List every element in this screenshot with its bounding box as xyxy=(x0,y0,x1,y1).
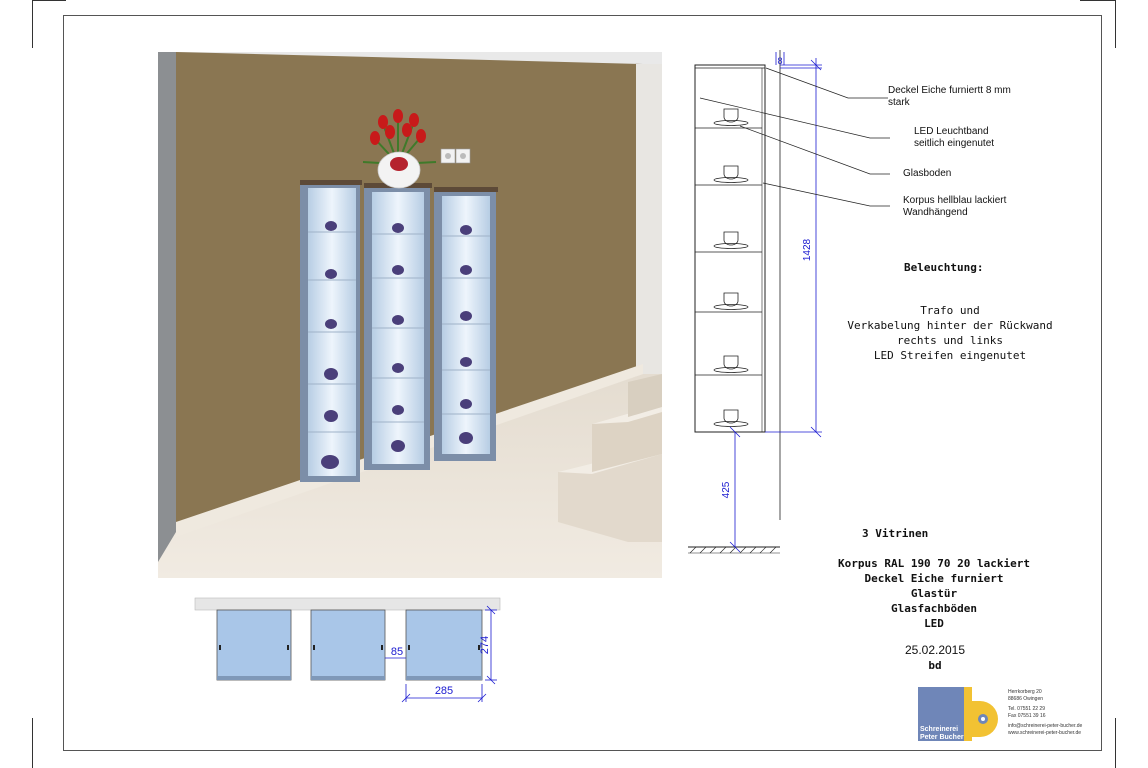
crop-mark xyxy=(32,0,66,1)
stairs xyxy=(558,374,662,542)
floor xyxy=(158,374,662,578)
side-elevation: 8 1428 425 xyxy=(680,50,890,560)
spec-date: 25.02.2015 xyxy=(904,643,966,657)
glass-shelves xyxy=(308,231,490,433)
spec-block: Korpus RAL 190 70 20 lackiert Deckel Eic… xyxy=(837,557,1031,630)
cabinet-right xyxy=(434,187,498,461)
tulip-vase xyxy=(362,109,437,189)
company-name: Schreinerei Peter Bucher xyxy=(920,726,964,741)
spec-initials: bd xyxy=(928,659,942,672)
dimension-depth: 274 xyxy=(479,636,491,654)
callout-deckel: Deckel Eiche furniertt 8 mm stark xyxy=(888,85,1011,108)
crop-mark xyxy=(32,0,33,48)
dimension-lines xyxy=(729,52,822,553)
callout-korpus: Korpus hellblau lackiert Wandhängend xyxy=(903,195,1007,218)
crop-mark xyxy=(1080,0,1116,1)
wall-socket xyxy=(440,148,471,164)
right-wall xyxy=(636,64,662,424)
dimension-height: 1428 xyxy=(802,238,813,261)
plan-cabinet-3 xyxy=(405,609,483,681)
plan-dimension-lines xyxy=(385,605,497,703)
cups xyxy=(321,221,473,469)
plan-view: 274 85 285 xyxy=(194,590,505,705)
dimension-floor: 425 xyxy=(721,481,732,498)
floor-hatch xyxy=(688,546,780,554)
company-contact: Herrkorberg 20 88686 Owingen Tel. 07551 … xyxy=(1008,689,1083,736)
lighting-notes: Trafo und Verkabelung hinter der Rückwan… xyxy=(847,304,1053,362)
cabinet-outline xyxy=(694,64,766,433)
crop-mark xyxy=(1115,718,1116,768)
spec-title: 3 Vitrinen xyxy=(862,527,929,540)
callout-glasboden: Glasboden xyxy=(903,168,952,179)
plan-cabinet-2 xyxy=(310,609,386,681)
crop-mark xyxy=(32,718,33,768)
dimension-width: 285 xyxy=(435,685,453,697)
dimension-gap: 85 xyxy=(391,646,403,658)
cabinet-rendering xyxy=(158,52,662,578)
dimension-top: 8 xyxy=(777,56,782,66)
company-logo xyxy=(918,687,1000,741)
compartment-lines xyxy=(695,127,762,376)
wall-strip xyxy=(194,597,501,611)
lighting-heading: Beleuchtung: xyxy=(904,261,984,274)
side-wall xyxy=(158,52,176,578)
leader-lines xyxy=(699,67,890,207)
plan-cabinet-1 xyxy=(216,609,292,681)
callout-led: LED Leuchtband seitlich eingenutet xyxy=(914,126,995,149)
drawing-frame xyxy=(63,15,1102,751)
cup-symbols xyxy=(713,108,749,427)
crop-mark xyxy=(1115,0,1116,48)
